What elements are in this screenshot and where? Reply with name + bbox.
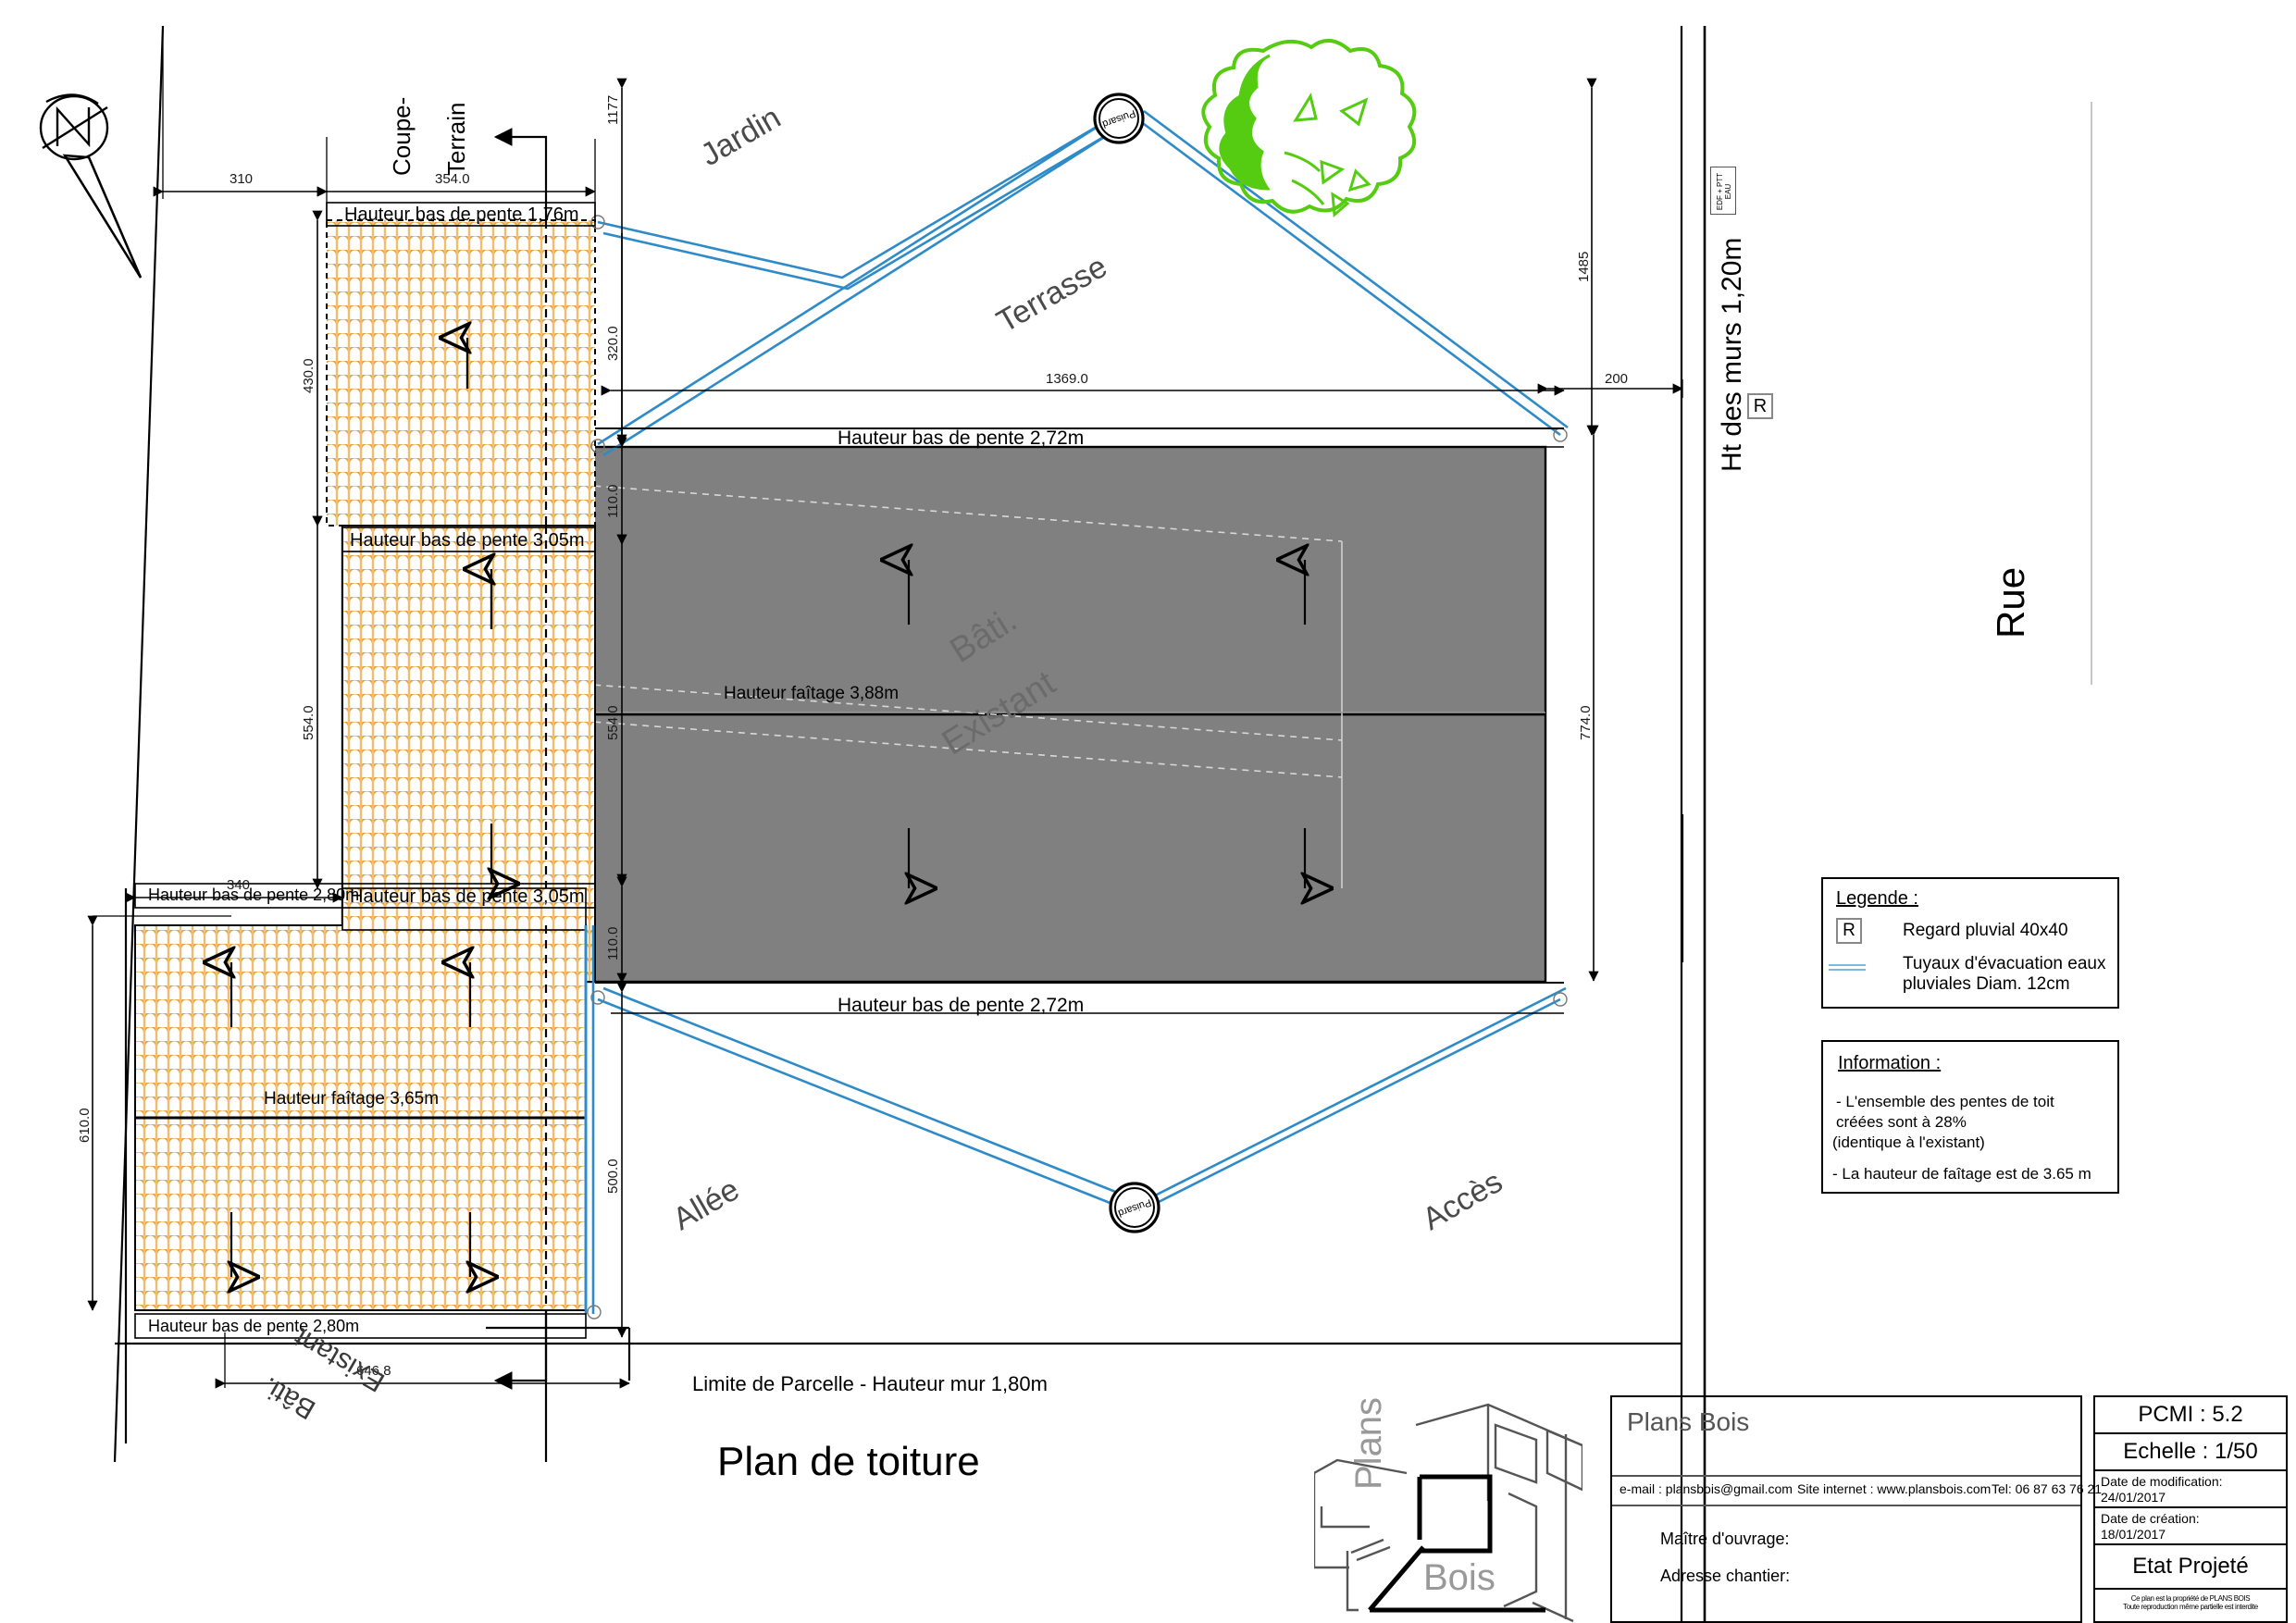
copyright-line-2: Toute reproduction même partielle est in…	[2123, 1603, 2258, 1611]
roof-label-bottom-3-05: Hauteur bas de pente 3,05m	[350, 886, 585, 907]
legend-pipe-label-2: pluviales Diam. 12cm	[1903, 974, 2070, 994]
legend-regard-label: Regard pluvial 40x40	[1903, 921, 2068, 940]
copyright-line-1: Ce plan est la propriété de PLANS BOIS	[2130, 1594, 2251, 1603]
wall-height-label: Ht des murs 1,20m	[1717, 237, 1747, 472]
north-arrow-icon	[39, 93, 143, 279]
company-name: Plans Bois	[1627, 1407, 1750, 1436]
legend-pipe-label-1: Tuyaux d'évacuation eaux	[1903, 954, 2106, 973]
owner-label: Maître d'ouvrage:	[1660, 1530, 1790, 1548]
scale-value: Echelle : 1/50	[2095, 1434, 2286, 1471]
information-box: Information : - L'ensemble des pentes de…	[1821, 1040, 2119, 1194]
page-title: Plan de toiture	[717, 1439, 980, 1484]
company-email: e-mail : plansbois@gmail.com	[1620, 1481, 1793, 1496]
titleblock-left-panel: Plans Bois e-mail : plansbois@gmail.com …	[1610, 1395, 2102, 1623]
area-label-rue: Rue	[1989, 566, 2032, 638]
roof-drain-points	[587, 215, 1568, 1319]
roof-label-left-2-80-bottom: Hauteur bas de pente 2,80m	[148, 1317, 360, 1335]
information-line-1: - L'ensemble des pentes de toit	[1836, 1093, 2054, 1110]
information-heading: Information :	[1838, 1053, 1942, 1073]
roof-label-top-3-05: Hauteur bas de pente 3,05m	[350, 530, 585, 551]
company-phone: Tel: 06 87 63 76 21	[1992, 1481, 2103, 1496]
dim-554-left: 554.0	[301, 705, 316, 740]
legend-box: Legende : R Regard pluvial 40x40 Tuyaux …	[1821, 877, 2119, 1009]
information-line-4: - La hauteur de faîtage est de 3.65 m	[1832, 1165, 2091, 1183]
dimension-lines	[87, 26, 1683, 1389]
titleblock-divider-2	[1612, 1505, 2080, 1506]
modification-date-value: 24/01/2017	[2101, 1490, 2166, 1505]
dim-646-8: 646.8	[356, 1363, 391, 1379]
logo-text-bois: Bois	[1423, 1557, 1496, 1598]
dim-430: 430.0	[301, 358, 316, 393]
dim-774: 774.0	[1578, 705, 1594, 740]
dim-354: 354.0	[435, 171, 470, 187]
roof-label-left-2-80-top: Hauteur bas de pente 2,80m	[148, 886, 360, 904]
utility-box: EDF + PTT EAU	[1710, 167, 1736, 215]
dim-1177: 1177	[605, 94, 621, 125]
section-label-line1: Coupe-	[388, 96, 416, 176]
roof-extension-top	[326, 219, 596, 527]
slope-direction-arrows	[231, 338, 1305, 1277]
information-line-2: créées sont à 28%	[1836, 1113, 1967, 1131]
dim-340: 340	[227, 877, 251, 893]
regard-symbol-plan: R	[1747, 393, 1773, 419]
creation-date-value: 18/01/2017	[2101, 1527, 2166, 1542]
roof-label-2-72-bottom: Hauteur bas de pente 2,72m	[838, 995, 1085, 1016]
roof-label-top-1-76: Hauteur bas de pente 1,76m	[344, 204, 579, 225]
address-label: Adresse chantier:	[1660, 1567, 1791, 1585]
pcmi-number: PCMI : 5.2	[2095, 1397, 2286, 1434]
dim-500: 500.0	[605, 1158, 621, 1194]
dim-200: 200	[1605, 371, 1629, 387]
legend-regard-symbol: R	[1836, 918, 1862, 944]
section-label-line2: Terrain	[441, 102, 470, 176]
puisard-bottom-symbol	[1109, 1182, 1160, 1233]
dim-1369: 1369.0	[1046, 371, 1088, 387]
titleblock-divider-1	[1612, 1475, 2080, 1477]
dim-110-bottom: 110.0	[605, 926, 621, 960]
roof-extension-bottom	[134, 887, 588, 1311]
project-state: Etat Projeté	[2095, 1545, 2286, 1590]
parcel-limit-note: Limite de Parcelle - Hauteur mur 1,80m	[692, 1372, 1048, 1395]
roof-label-ridge-3-88: Hauteur faîtage 3,88m	[724, 684, 900, 703]
dim-320: 320.0	[605, 326, 621, 361]
dim-110-top: 110.0	[605, 484, 621, 518]
legend-pipe-symbol	[1829, 964, 1866, 971]
roof-label-frames	[134, 202, 1564, 1339]
parcel-boundary-lines	[113, 25, 2092, 1623]
modification-date-label: Date de modification:	[2101, 1474, 2223, 1489]
company-website: Site internet : www.plansbois.com	[1797, 1481, 1992, 1496]
roof-label-2-72-top: Hauteur bas de pente 2,72m	[838, 427, 1085, 449]
titleblock-right-panel: PCMI : 5.2 Echelle : 1/50 Date de modifi…	[2093, 1395, 2288, 1623]
roof-label-ridge-3-65: Hauteur faîtage 3,65m	[264, 1089, 440, 1109]
dim-1485: 1485	[1576, 251, 1592, 282]
plans-bois-logo: Plans Bois	[1314, 1397, 1582, 1623]
dim-610: 610.0	[77, 1108, 93, 1143]
section-marker-label: Coupe- Terrain	[388, 96, 470, 176]
utility-line2: EAU	[1724, 183, 1732, 200]
legend-heading: Legende :	[1836, 888, 1918, 909]
puisard-top-symbol	[1093, 93, 1145, 144]
dim-310: 310	[230, 171, 254, 187]
information-line-3: (identique à l'existant)	[1832, 1134, 1985, 1151]
creation-date-label: Date de création:	[2101, 1511, 2200, 1526]
dim-554-mid: 554.0	[605, 705, 621, 740]
tree-symbol	[1201, 39, 1417, 218]
utility-line1: EDF + PTT	[1715, 172, 1724, 211]
logo-text-plans: Plans	[1348, 1397, 1389, 1490]
